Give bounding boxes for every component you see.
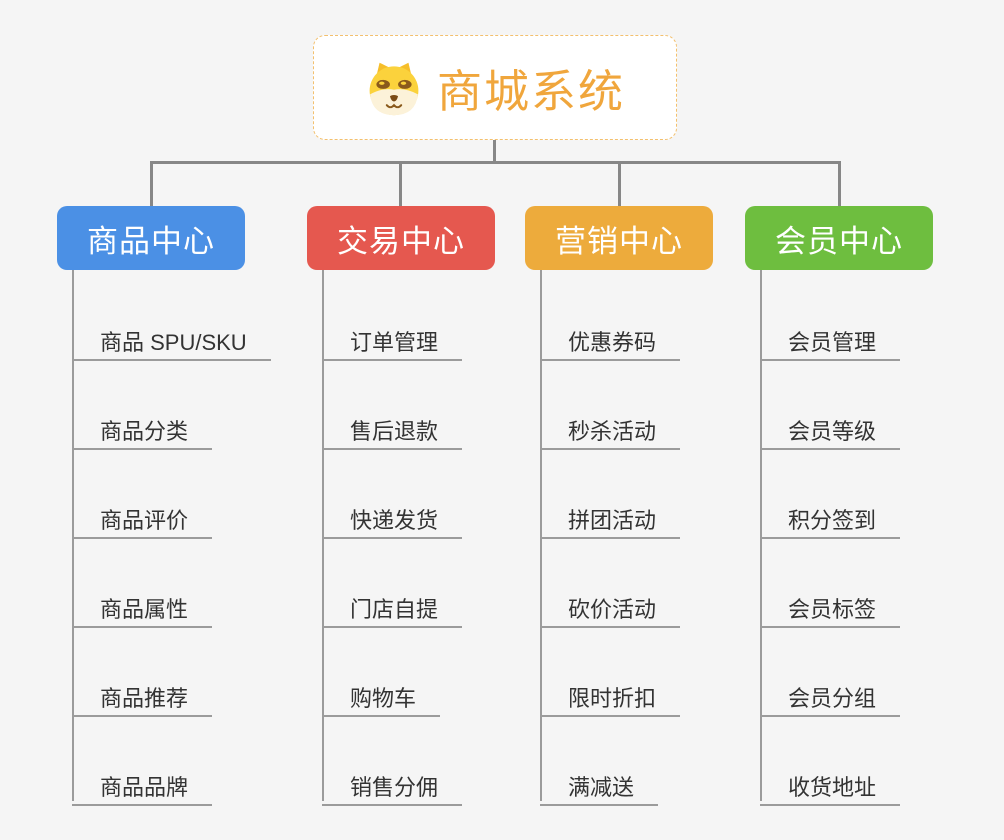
- branch-topic-4[interactable]: 会员中心: [745, 206, 933, 270]
- subtopic[interactable]: 商品 SPU/SKU: [72, 311, 271, 361]
- subtopic-label: 商品属性: [100, 597, 189, 622]
- branch: 会员中心 会员管理 会员等级 积分签到 会员标签 会员分组 收货地址: [745, 0, 1004, 840]
- subtopic[interactable]: 满减送: [540, 756, 659, 806]
- branch-topic-3[interactable]: 营销中心: [525, 206, 713, 270]
- subtopic-label: 商品推荐: [100, 686, 189, 711]
- subtopic[interactable]: 门店自提: [322, 578, 463, 628]
- branch-topic-2[interactable]: 交易中心: [307, 206, 495, 270]
- connector-drop-4: [838, 161, 841, 206]
- root-topic[interactable]: 商城系统: [313, 35, 677, 140]
- branch-topic-1[interactable]: 商品中心: [57, 206, 245, 270]
- connector-drop-1: [150, 161, 153, 206]
- connector-root-stub: [493, 140, 496, 163]
- subtopic-label: 商品 SPU/SKU: [100, 330, 247, 355]
- subtopic-label: 购物车: [350, 686, 417, 711]
- subtopic[interactable]: 商品品牌: [72, 756, 213, 806]
- subtopic[interactable]: 商品属性: [72, 578, 213, 628]
- connector-trunk: [72, 270, 74, 801]
- connector-bus: [150, 161, 841, 164]
- subtopic[interactable]: 销售分佣: [322, 756, 463, 806]
- branch-label: 交易中心: [337, 223, 465, 259]
- connector-trunk: [322, 270, 324, 801]
- dog-face-icon: [369, 62, 419, 115]
- subtopic-label: 拼团活动: [568, 508, 657, 533]
- subtopic-label: 门店自提: [350, 597, 439, 622]
- connector-trunk: [760, 270, 762, 801]
- branch-label: 会员中心: [775, 223, 903, 259]
- subtopic[interactable]: 快递发货: [322, 489, 463, 539]
- subtopic-label: 会员等级: [788, 419, 877, 444]
- subtopic-label: 秒杀活动: [568, 419, 657, 444]
- subtopic[interactable]: 会员管理: [760, 311, 901, 361]
- subtopic-label: 销售分佣: [350, 775, 439, 800]
- branch: 交易中心 订单管理 售后退款 快递发货 门店自提 购物车 销售分佣: [307, 0, 567, 840]
- subtopic[interactable]: 会员分组: [760, 667, 901, 717]
- subtopic-label: 商品分类: [100, 419, 189, 444]
- subtopic[interactable]: 秒杀活动: [540, 400, 681, 450]
- subtopic[interactable]: 商品推荐: [72, 667, 213, 717]
- subtopic-label: 会员管理: [788, 330, 877, 355]
- subtopic[interactable]: 商品评价: [72, 489, 213, 539]
- root-title: 商城系统: [436, 66, 625, 117]
- subtopic[interactable]: 订单管理: [322, 311, 463, 361]
- subtopic-label: 优惠券码: [568, 330, 657, 355]
- subtopic[interactable]: 购物车: [322, 667, 441, 717]
- subtopic-label: 限时折扣: [568, 686, 657, 711]
- subtopic-label: 会员分组: [788, 686, 877, 711]
- subtopic[interactable]: 积分签到: [760, 489, 901, 539]
- subtopic[interactable]: 收货地址: [760, 756, 901, 806]
- subtopic[interactable]: 砍价活动: [540, 578, 681, 628]
- subtopic[interactable]: 会员等级: [760, 400, 901, 450]
- subtopic-label: 积分签到: [788, 508, 877, 533]
- subtopic-label: 商品品牌: [100, 775, 189, 800]
- subtopic-label: 售后退款: [350, 419, 439, 444]
- subtopic[interactable]: 会员标签: [760, 578, 901, 628]
- connector-trunk: [540, 270, 542, 801]
- subtopic-label: 砍价活动: [568, 597, 657, 622]
- subtopic[interactable]: 限时折扣: [540, 667, 681, 717]
- branch: 商品中心 商品 SPU/SKU 商品分类 商品评价 商品属性 商品推荐 商品品牌: [57, 0, 317, 840]
- subtopic-label: 满减送: [568, 775, 635, 800]
- branch: 营销中心 优惠券码 秒杀活动 拼团活动 砍价活动 限时折扣 满减送: [525, 0, 785, 840]
- branch-label: 营销中心: [555, 223, 683, 259]
- subtopic[interactable]: 拼团活动: [540, 489, 681, 539]
- connector-drop-3: [618, 161, 621, 206]
- subtopic-label: 收货地址: [788, 775, 877, 800]
- subtopic[interactable]: 优惠券码: [540, 311, 681, 361]
- connector-drop-2: [399, 161, 402, 206]
- subtopic-label: 商品评价: [100, 508, 189, 533]
- subtopic[interactable]: 商品分类: [72, 400, 213, 450]
- subtopic-label: 快递发货: [350, 508, 439, 533]
- subtopic-label: 订单管理: [350, 330, 439, 355]
- subtopic-label: 会员标签: [788, 597, 877, 622]
- branch-label: 商品中心: [87, 223, 215, 259]
- subtopic[interactable]: 售后退款: [322, 400, 463, 450]
